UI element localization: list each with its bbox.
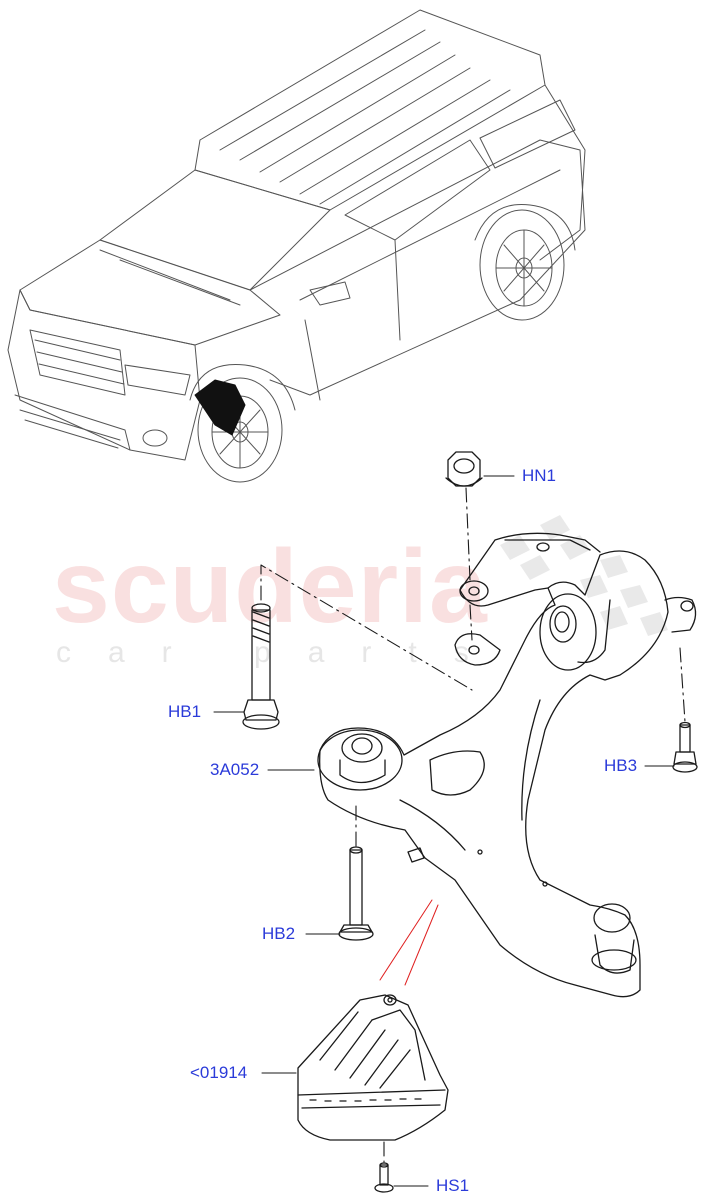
bolt-hb1 (242, 603, 280, 730)
callout-hb3[interactable]: HB3 (604, 756, 638, 775)
screw-hs1 (374, 1162, 394, 1193)
callout-hs1[interactable]: HS1 (436, 1176, 470, 1195)
leader-lines (213, 475, 675, 1187)
splash-shield (297, 994, 449, 1141)
callout-3a052[interactable]: 3A052 (210, 760, 260, 779)
callout-hb2[interactable]: HB2 (262, 924, 296, 943)
callout-hb1[interactable]: HB1 (168, 702, 202, 721)
bolt-hb3 (672, 721, 698, 773)
callout-hn1[interactable]: HN1 (522, 466, 557, 485)
vehicle-illustration (7, 9, 586, 483)
nut-hn1 (445, 451, 483, 487)
alignment-lines (260, 487, 686, 1163)
lower-control-arm (317, 532, 697, 998)
bolt-hb2 (338, 846, 374, 941)
watermark-flag (500, 515, 668, 636)
highlight-lines (379, 899, 439, 986)
callout-01914[interactable]: <01914 (190, 1063, 248, 1082)
